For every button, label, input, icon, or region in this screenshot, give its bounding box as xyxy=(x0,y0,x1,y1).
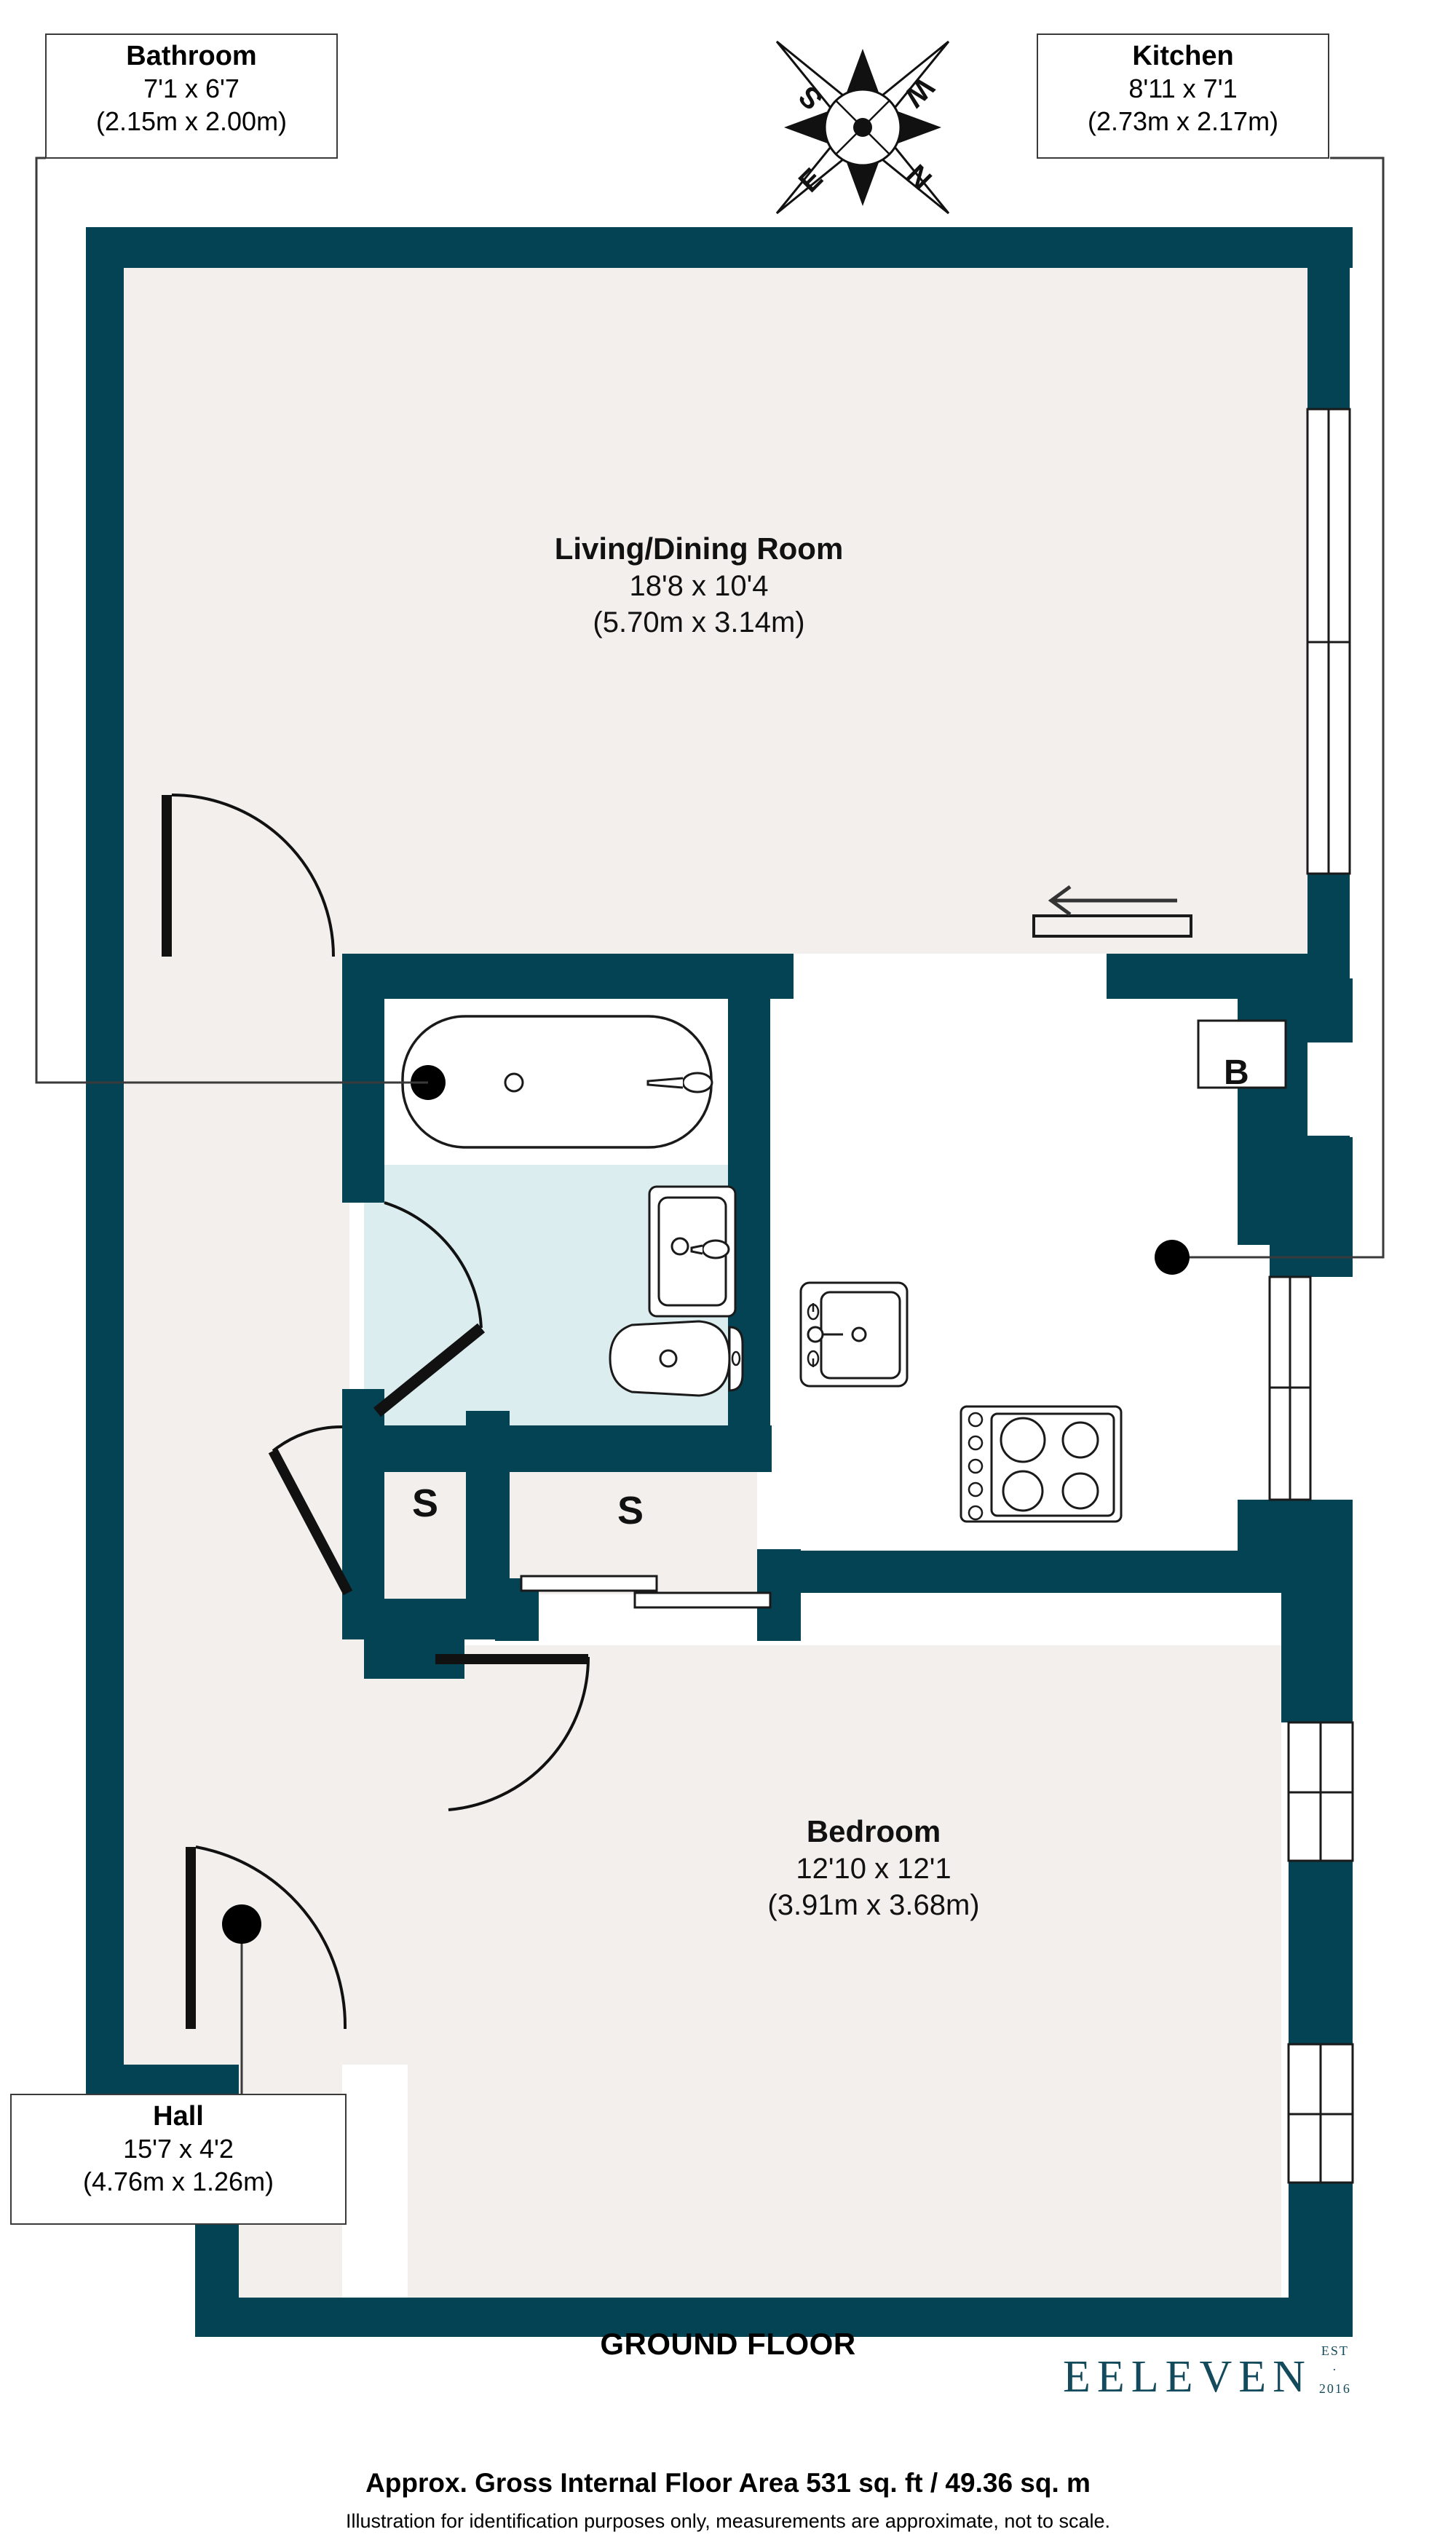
bedroom-metric: (3.91m x 3.68m) xyxy=(767,1889,980,1922)
callout-kitchen: Kitchen 8'11 x 7'1 (2.73m x 2.17m) xyxy=(1037,33,1329,159)
hob-icon xyxy=(960,1405,1123,1523)
kitchen-taps xyxy=(807,1303,820,1367)
brand-name: EELEVEN xyxy=(1063,2352,1312,2402)
brand-est-dot: · xyxy=(1332,2362,1338,2378)
living-title: Living/Dining Room xyxy=(554,531,844,566)
bedroom-title: Bedroom xyxy=(806,1814,941,1848)
callout-leaders xyxy=(35,157,1385,2094)
brand-logo: EELEVEN EST · 2016 xyxy=(1063,2341,1351,2399)
sliding-door-living xyxy=(1032,885,1192,938)
bedroom-imperial: 12'10 x 12'1 xyxy=(796,1853,951,1886)
callout-bathroom-metric: (2.15m x 2.00m) xyxy=(95,106,288,136)
leader-dot-kitchen xyxy=(1155,1240,1190,1275)
floor-area-text: Approx. Gross Internal Floor Area 531 sq… xyxy=(365,2468,1091,2498)
compass-rose-icon: W N S E xyxy=(775,40,950,215)
door-entrance xyxy=(186,1845,347,2030)
doors xyxy=(162,794,1192,2030)
callout-kitchen-metric: (2.73m x 2.17m) xyxy=(1087,106,1279,136)
sliding-doors-storage-b xyxy=(520,1575,772,1609)
door-bedroom xyxy=(435,1654,590,1811)
callout-bathroom-title: Bathroom xyxy=(126,41,257,71)
windows xyxy=(1268,408,1354,2184)
boiler-box xyxy=(1197,1019,1287,1089)
disclaimer-text: Illustration for identification purposes… xyxy=(345,2510,1111,2532)
storage-marker-b: S xyxy=(617,1489,644,1532)
window-bedroom-right-lower xyxy=(1287,2043,1354,2184)
living-imperial: 18'8 x 10'4 xyxy=(629,570,769,603)
door-bathroom xyxy=(373,1201,486,1417)
callout-hall: Hall 15'7 x 4'2 (4.76m x 1.26m) xyxy=(10,2094,347,2225)
boiler-marker: B xyxy=(1224,1053,1249,1092)
callout-kitchen-imperial: 8'11 x 7'1 xyxy=(1128,74,1238,104)
callout-bathroom: Bathroom 7'1 x 6'7 (2.15m x 2.00m) xyxy=(45,33,338,159)
leader-dots xyxy=(222,1240,1190,1944)
callout-hall-title: Hall xyxy=(153,2101,204,2132)
window-living-right xyxy=(1306,408,1351,875)
storage-marker-a: S xyxy=(412,1481,439,1525)
door-living-hall xyxy=(162,794,335,957)
window-kitchen-right xyxy=(1268,1275,1312,1501)
callout-bathroom-imperial: 7'1 x 6'7 xyxy=(143,74,240,104)
window-bedroom-right-upper xyxy=(1287,1721,1354,1862)
callout-hall-imperial: 15'7 x 4'2 xyxy=(123,2134,234,2164)
room-label-living-dining: Living/Dining Room 18'8 x 10'4 (5.70m x … xyxy=(335,530,1063,641)
bath-tap xyxy=(646,1072,713,1093)
bathtub-icon xyxy=(386,1006,724,1160)
toilet-icon xyxy=(609,1320,744,1397)
sink-icon xyxy=(648,1185,737,1318)
living-metric: (5.70m x 3.14m) xyxy=(593,606,805,639)
callout-kitchen-title: Kitchen xyxy=(1132,41,1234,71)
leader-dot-hall xyxy=(222,1904,261,1944)
kitchen-sink-icon xyxy=(799,1281,909,1388)
room-label-bedroom: Bedroom 12'10 x 12'1 (3.91m x 3.68m) xyxy=(510,1813,1238,1924)
callout-hall-metric: (4.76m x 1.26m) xyxy=(82,2166,274,2196)
door-storage-a xyxy=(268,1425,353,1596)
brand-est-block: EST · 2016 xyxy=(1319,2341,1351,2398)
brand-est-label: EST xyxy=(1321,2343,1349,2358)
brand-est-year: 2016 xyxy=(1318,2381,1351,2397)
ground-floor-label: GROUND FLOOR xyxy=(600,2327,856,2361)
